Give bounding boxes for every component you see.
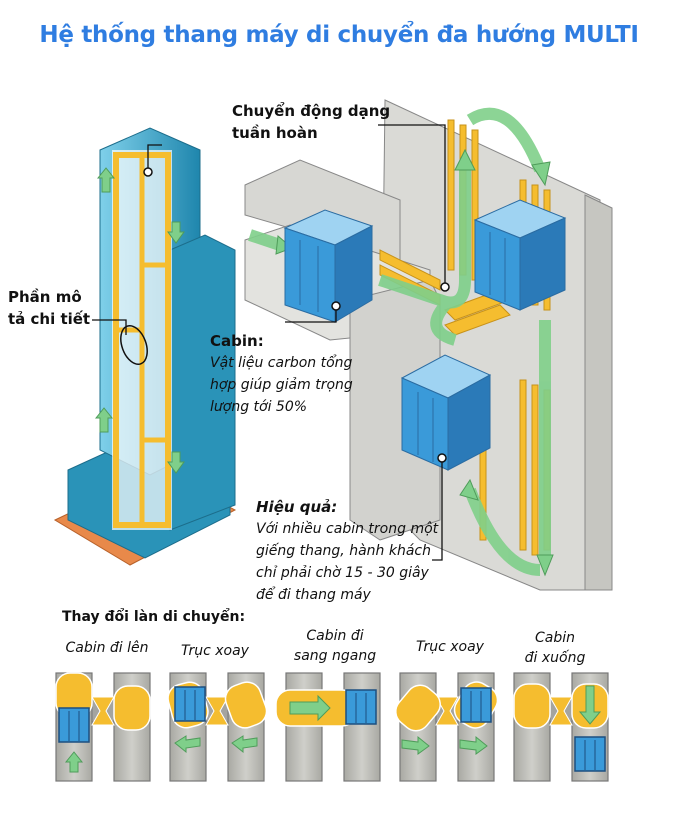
arrow-up-icon: [64, 751, 84, 773]
callout-cabin-line: lượng tới 50%: [210, 399, 308, 415]
arrow-heads: [275, 148, 554, 577]
shaft-right-wall: [584, 194, 613, 591]
callout-efficiency-heading: Hiệu quả:: [256, 498, 338, 516]
arrow-down-icon: [578, 685, 602, 725]
arrow-right-rotate-icon: [459, 735, 488, 755]
step-label-line: Cabin: [534, 630, 575, 646]
rotator-disc: [513, 683, 551, 729]
cabin-icon: [473, 199, 567, 311]
page-title: Hệ thống thang máy di chuyển đa hướng MU…: [39, 22, 639, 48]
step-label-line: đi xuống: [524, 650, 586, 666]
callout-detail-line: Phần mô: [8, 288, 82, 306]
callout-cabin-line: hợp giúp giảm trọng: [210, 377, 353, 393]
circular-motion-arrows: [248, 107, 551, 576]
arrow-down-icon: [167, 221, 185, 244]
callout-detail: Phần mô tả chi tiết: [8, 286, 90, 330]
cabin-icon: [283, 209, 374, 323]
rotation-hub: [435, 696, 459, 726]
cabin-icon: [345, 689, 377, 725]
arrow-left-rotate-icon: [174, 735, 201, 754]
arrow-right-icon: [289, 694, 331, 722]
tower-illustration: [53, 127, 237, 566]
step-label-line: sang ngang: [293, 648, 377, 664]
arrow-right-rotate-icon: [401, 735, 430, 755]
cabin-icon: [400, 354, 492, 471]
lane-change-heading: Thay đổi làn di chuyển:: [62, 609, 246, 625]
shaft-column: [343, 672, 381, 782]
step-label-horizontal: Cabin đi sang ngang: [280, 626, 390, 666]
step-label-rotate-1: Trục xoay: [165, 641, 265, 661]
callout-efficiency-line: chỉ phải chờ 15 - 30 giây: [256, 565, 429, 581]
shaft-system-illustration: [244, 99, 613, 591]
step-label-down: Cabin đi xuống: [505, 628, 605, 668]
arrow-up-icon: [96, 167, 116, 193]
callout-efficiency-line: để đi thang máy: [256, 587, 371, 603]
rotator-disc: [224, 681, 268, 729]
rotator-disc: [395, 684, 441, 732]
callout-detail-line: tả chi tiết: [8, 310, 91, 328]
rotator-disc: [113, 685, 151, 731]
callout-cabin: Cabin: Vật liệu carbon tổng hợp giúp giả…: [210, 330, 353, 418]
lane-change-strip: [55, 672, 609, 782]
callout-circular-line: tuần hoàn: [232, 124, 318, 142]
arrow-left-rotate-icon: [231, 735, 258, 754]
arrow-down-icon: [167, 451, 185, 474]
callout-efficiency-line: giếng thang, hành khách: [256, 543, 431, 559]
step-label-line: Trục xoay: [181, 643, 249, 659]
callout-efficiency: Hiệu quả: Với nhiều cabin trong một giến…: [256, 496, 438, 606]
shaft-column: [285, 672, 323, 782]
callout-circular-motion: Chuyển động dạng tuần hoàn: [232, 100, 390, 144]
step-label-line: Cabin đi: [306, 628, 364, 644]
cabin-icon: [58, 707, 90, 743]
step-label-rotate-2: Trục xoay: [400, 637, 500, 657]
step-label-line: Cabin đi lên: [65, 640, 149, 656]
step-label-line: Trục xoay: [416, 639, 484, 655]
callout-cabin-line: Vật liệu carbon tổng: [210, 355, 353, 371]
step-label-up: Cabin đi lên: [52, 638, 162, 658]
cabin-icon: [174, 686, 206, 722]
callout-circular-line: Chuyển động dạng: [232, 102, 391, 120]
cabin-icon: [574, 736, 606, 772]
cabin-icon: [460, 687, 492, 723]
arrow-up-icon: [94, 407, 114, 433]
callout-efficiency-line: Với nhiều cabin trong một: [256, 521, 439, 537]
callout-cabin-heading: Cabin:: [210, 332, 264, 350]
